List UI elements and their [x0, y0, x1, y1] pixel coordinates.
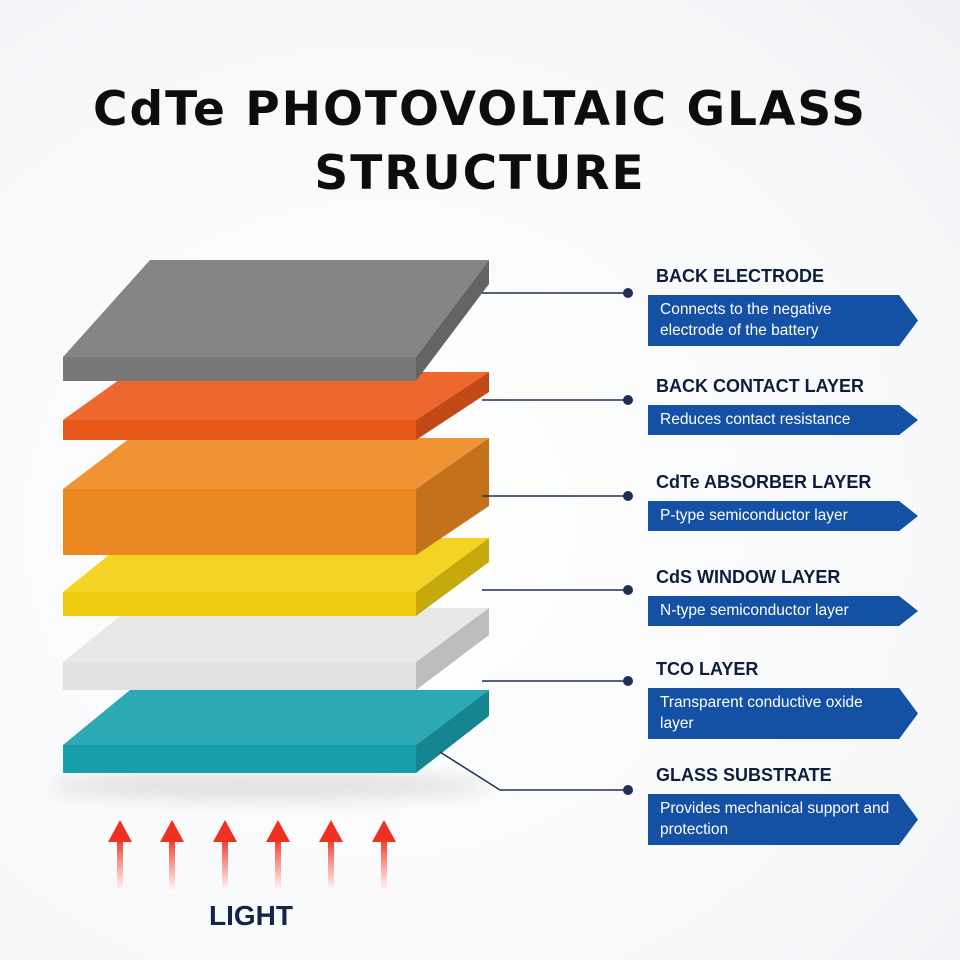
- connector-lines: [439, 288, 633, 795]
- layer-name: TCO LAYER: [656, 659, 759, 679]
- layer-name: BACK ELECTRODE: [656, 266, 825, 286]
- diagram-title: CdTe PHOTOVOLTAIC GLASS STRUCTURE: [0, 78, 960, 206]
- light-arrows: [108, 820, 396, 892]
- title-line-1: CdTe PHOTOVOLTAIC GLASS: [93, 82, 867, 137]
- layer-name: BACK CONTACT LAYER: [656, 376, 865, 396]
- stack-shadow: [50, 772, 490, 800]
- callout-cds-window: CdS WINDOW LAYER N-type semiconductor la…: [648, 567, 920, 626]
- connector-dot-back-electrode: [623, 288, 633, 298]
- layer-name: GLASS SUBSTRATE: [656, 765, 832, 785]
- title-line-2: STRUCTURE: [314, 146, 646, 201]
- layer-description: Provides mechanical support and protecti…: [648, 794, 918, 845]
- layer-tco: [63, 608, 489, 690]
- light-label: LIGHT: [209, 900, 293, 931]
- layer-glass-substrate: [63, 690, 489, 773]
- layer-description: Connects to the negative electrode of th…: [648, 295, 918, 346]
- callout-glass-substrate: GLASS SUBSTRATE Provides mechanical supp…: [648, 765, 920, 845]
- callout-cdte-absorber: CdTe ABSORBER LAYER P-type semiconductor…: [648, 472, 920, 531]
- light-arrow: [160, 820, 184, 892]
- callout-back-contact: BACK CONTACT LAYER Reduces contact resis…: [648, 376, 920, 435]
- layer-description: Transparent conductive oxide layer: [648, 688, 918, 739]
- layer-name: CdS WINDOW LAYER: [656, 567, 841, 587]
- connector-dot-cds-window: [623, 585, 633, 595]
- light-arrow: [213, 820, 237, 892]
- layer-description: Reduces contact resistance: [648, 405, 918, 435]
- layer-cdte-absorber: [63, 438, 489, 555]
- light-arrow: [266, 820, 290, 892]
- layer-name: CdTe ABSORBER LAYER: [656, 472, 872, 492]
- layer-description: N-type semiconductor layer: [648, 596, 918, 626]
- layer-description: P-type semiconductor layer: [648, 501, 918, 531]
- light-arrow: [372, 820, 396, 892]
- connector-glass-substrate: [439, 751, 628, 791]
- connector-dot-back-contact: [623, 395, 633, 405]
- connector-dot-glass-substrate: [623, 785, 633, 795]
- connector-dot-cdte-absorber: [623, 491, 633, 501]
- connector-dot-tco: [623, 676, 633, 686]
- layer-back-contact: [63, 372, 489, 440]
- callout-back-electrode: BACK ELECTRODE Connects to the negative …: [648, 266, 920, 346]
- callout-tco: TCO LAYER Transparent conductive oxide l…: [648, 659, 920, 739]
- light-arrow: [108, 820, 132, 892]
- layer-back-electrode: [63, 260, 489, 381]
- light-arrow: [319, 820, 343, 892]
